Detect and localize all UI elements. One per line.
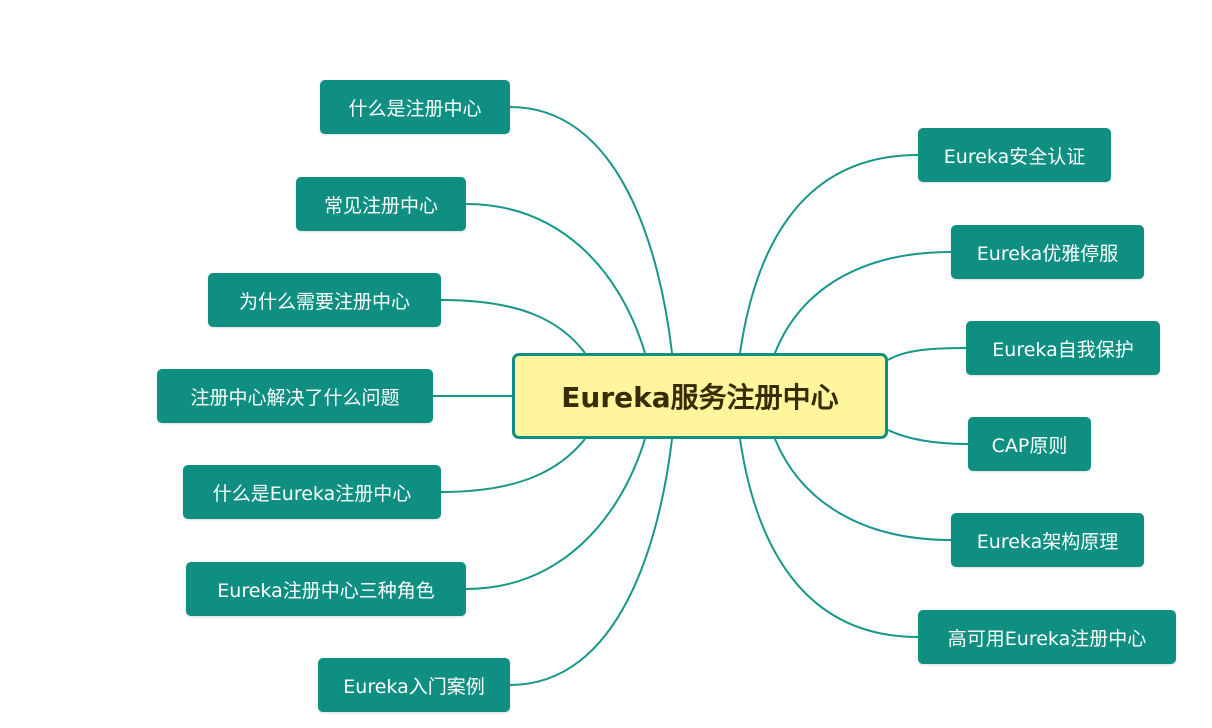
topic-label: 什么是Eureka注册中心 — [212, 482, 412, 505]
connector-right-1 — [774, 251, 952, 354]
topic-eureka-getting-started[interactable]: Eureka入门案例 — [318, 658, 510, 712]
connector-left-2 — [440, 299, 586, 354]
topic-eureka-graceful-shutdown[interactable]: Eureka优雅停服 — [951, 225, 1144, 279]
topic-label: 常见注册中心 — [323, 194, 438, 217]
topic-label: 高可用Eureka注册中心 — [947, 627, 1147, 650]
topic-label: Eureka架构原理 — [976, 530, 1119, 553]
topic-what-is-registry[interactable]: 什么是注册中心 — [320, 80, 510, 134]
topic-label: 注册中心解决了什么问题 — [190, 386, 400, 409]
topic-high-availability-eureka[interactable]: 高可用Eureka注册中心 — [918, 610, 1176, 664]
connector-left-0 — [509, 106, 673, 354]
connector-left-1 — [465, 203, 646, 354]
topic-eureka-security[interactable]: Eureka安全认证 — [918, 128, 1111, 182]
connector-left-5 — [465, 438, 646, 590]
topic-eureka-three-roles[interactable]: Eureka注册中心三种角色 — [186, 562, 466, 616]
topic-label: Eureka自我保护 — [992, 338, 1134, 361]
topic-label: Eureka入门案例 — [343, 675, 485, 698]
topic-label: Eureka注册中心三种角色 — [217, 579, 435, 602]
topic-cap-principle[interactable]: CAP原则 — [968, 417, 1091, 471]
topic-eureka-self-preservation[interactable]: Eureka自我保护 — [966, 321, 1160, 375]
topic-registry-problems-solved[interactable]: 注册中心解决了什么问题 — [157, 369, 433, 423]
connector-right-0 — [739, 154, 919, 354]
topic-label: Eureka优雅停服 — [976, 242, 1119, 265]
connector-left-4 — [440, 438, 586, 493]
central-topic-label: Eureka服务注册中心 — [561, 381, 839, 414]
topic-what-is-eureka[interactable]: 什么是Eureka注册中心 — [183, 465, 441, 519]
topic-label: 为什么需要注册中心 — [238, 290, 410, 313]
connector-right-3 — [887, 429, 969, 445]
central-topic[interactable]: Eureka服务注册中心 — [512, 353, 888, 439]
topic-common-registries[interactable]: 常见注册中心 — [296, 177, 466, 231]
connector-right-2 — [887, 347, 967, 361]
connector-right-5 — [739, 438, 919, 638]
topic-eureka-architecture[interactable]: Eureka架构原理 — [951, 513, 1144, 567]
topic-label: Eureka安全认证 — [943, 145, 1086, 168]
topic-label: CAP原则 — [991, 434, 1068, 457]
topic-why-registry[interactable]: 为什么需要注册中心 — [208, 273, 441, 327]
topic-label: 什么是注册中心 — [348, 97, 482, 120]
connector-left-6 — [509, 438, 673, 686]
connector-right-4 — [774, 438, 952, 541]
